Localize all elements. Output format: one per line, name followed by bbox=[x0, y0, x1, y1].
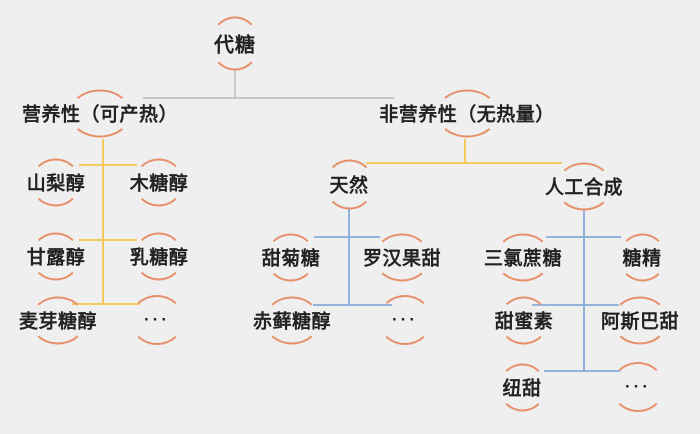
node-label: 甜蜜素 bbox=[494, 311, 554, 333]
node-saccharin: 糖精 bbox=[617, 233, 666, 281]
node-stevia: 甜菊糖 bbox=[261, 233, 321, 281]
node-label: 山梨醇 bbox=[26, 173, 86, 195]
node-artificial-more: ··· bbox=[610, 362, 665, 412]
node-label: ··· bbox=[625, 377, 651, 396]
node-label: 甜菊糖 bbox=[261, 248, 321, 270]
node-label: 天然 bbox=[329, 175, 369, 197]
node-neotame: 纽甜 bbox=[497, 363, 546, 411]
node-label: 乳糖醇 bbox=[129, 247, 189, 269]
node-natural: 天然 bbox=[323, 159, 374, 209]
node-nutritive-more: ··· bbox=[129, 295, 184, 345]
node-label: 纽甜 bbox=[502, 378, 542, 400]
node-monk-fruit: 罗汉果甜 bbox=[362, 233, 442, 281]
node-label: 罗汉果甜 bbox=[362, 248, 442, 270]
node-label: ··· bbox=[392, 310, 418, 329]
node-sorbitol: 山梨醇 bbox=[26, 158, 86, 206]
node-label: 麦芽糖醇 bbox=[18, 311, 98, 333]
node-label: 代糖 bbox=[214, 34, 256, 57]
node-natural-more: ··· bbox=[377, 295, 432, 345]
node-label: 木糖醇 bbox=[129, 173, 189, 195]
node-aspartame: 阿斯巴甜 bbox=[600, 296, 680, 344]
node-label: 人工合成 bbox=[544, 177, 624, 199]
node-label: 赤藓糖醇 bbox=[252, 311, 332, 333]
node-sucralose: 三氯蔗糖 bbox=[483, 233, 563, 281]
node-label: 非营养性（无热量） bbox=[379, 104, 555, 126]
node-mannitol: 甘露醇 bbox=[26, 232, 86, 280]
node-sugar-substitute: 代糖 bbox=[210, 16, 260, 70]
node-label: 营养性（可产热） bbox=[21, 104, 179, 126]
node-lactitol: 乳糖醇 bbox=[129, 232, 189, 280]
node-xylitol: 木糖醇 bbox=[129, 158, 189, 206]
node-label: 阿斯巴甜 bbox=[600, 311, 680, 333]
node-label: 甘露醇 bbox=[26, 247, 86, 269]
node-artificial: 人工合成 bbox=[544, 162, 624, 210]
node-label: 三氯蔗糖 bbox=[483, 248, 563, 270]
node-nutritive: 营养性（可产热） bbox=[21, 89, 179, 137]
node-maltitol: 麦芽糖醇 bbox=[18, 296, 98, 344]
node-erythritol: 赤藓糖醇 bbox=[252, 296, 332, 344]
node-label: 糖精 bbox=[622, 248, 662, 270]
node-non-nutritive: 非营养性（无热量） bbox=[379, 89, 555, 137]
node-cyclamate: 甜蜜素 bbox=[494, 296, 554, 344]
node-label: ··· bbox=[144, 310, 170, 329]
